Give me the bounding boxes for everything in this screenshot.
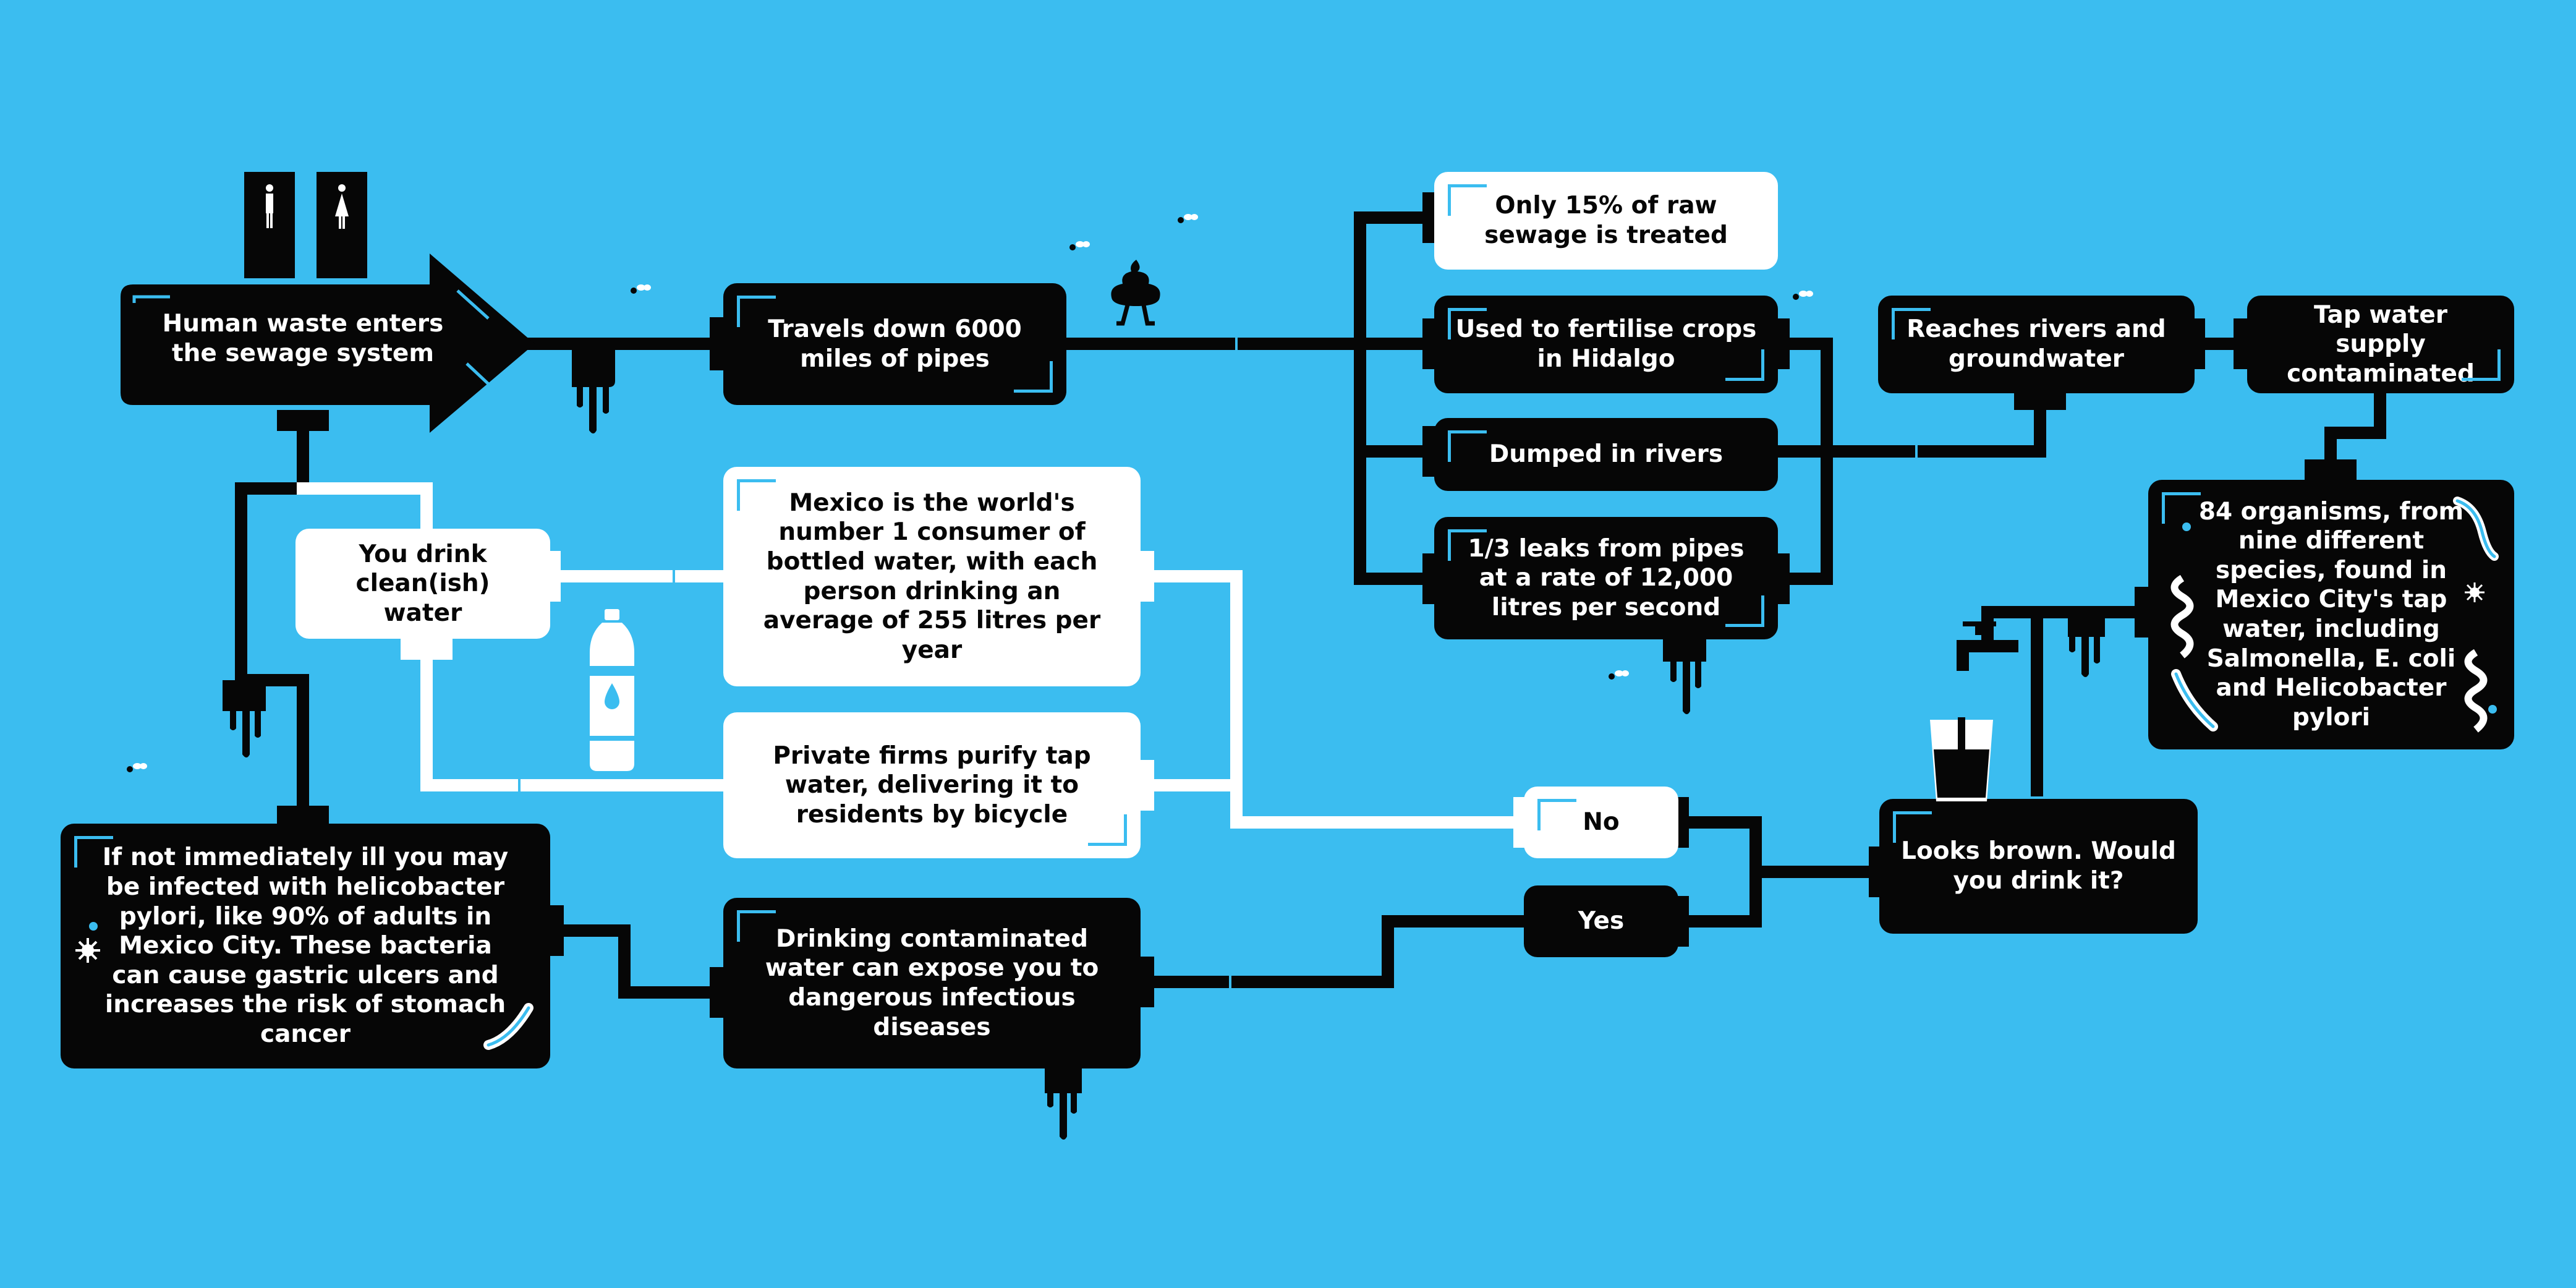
pipe-tap-to-organisms	[2324, 390, 2386, 488]
node-travels: Travels down 6000 miles of pipes	[723, 283, 1066, 405]
node-treated: Only 15% of raw sewage is treated	[1434, 172, 1778, 270]
node-drinking-contaminated-text: Drinking contaminated water can expose y…	[765, 924, 1099, 1041]
pipe-yes-to-drinking	[1134, 915, 1530, 988]
node-private-firms-text: Private firms purify tap water, deliveri…	[773, 741, 1091, 829]
fly-icon	[631, 284, 651, 294]
node-looks-brown-text: Looks brown. Would you drink it?	[1901, 837, 2176, 895]
node-yes: Yes	[1524, 885, 1678, 957]
pipe-looks-to-no	[1675, 816, 1885, 878]
node-treated-text: Only 15% of raw sewage is treated	[1484, 192, 1728, 249]
pipe-junction-branches	[1354, 211, 1440, 585]
bacteria-icon	[89, 922, 98, 931]
drip-icon	[572, 344, 615, 433]
pipe-to-rivers	[1772, 338, 2046, 585]
node-dumped: Dumped in rivers	[1434, 418, 1778, 491]
node-tap-contaminated: Tap water supply contaminated	[2247, 296, 2514, 393]
node-travels-text: Travels down 6000 miles of pipes	[768, 315, 1022, 373]
node-organisms: 84 organisms, from nine different specie…	[2148, 480, 2514, 749]
node-human-waste: Human waste enters the sewage system	[162, 310, 444, 367]
pipe-clean-to-private	[420, 643, 729, 791]
human-waste-arrow-shape	[121, 254, 535, 433]
node-no: No	[1524, 787, 1678, 858]
fly-icon	[1069, 241, 1090, 250]
bacteria-icon	[2182, 522, 2191, 531]
poop-icon	[1111, 260, 1160, 326]
node-leaks-text: 1/3 leaks from pipes at a rate of 12,000…	[1468, 534, 1745, 621]
pipe-infected-to-waste	[235, 414, 309, 829]
node-dumped-text: Dumped in rivers	[1489, 440, 1724, 469]
drip-icon	[1045, 1068, 1082, 1140]
bacteria-icon	[2170, 575, 2194, 659]
node-bottled: Mexico is the world's number 1 consumer …	[723, 467, 1141, 686]
bacteria-icon	[2465, 582, 2485, 602]
drip-icon	[1663, 631, 1706, 714]
toilet-door-male-icon	[244, 172, 295, 278]
node-bottled-text: Mexico is the world's number 1 consumer …	[763, 488, 1101, 664]
pipe-looks-to-yes	[1675, 866, 1762, 928]
node-private-firms: Private firms purify tap water, deliveri…	[723, 712, 1141, 858]
bacteria-icon	[2488, 705, 2497, 714]
toilet-door-female-icon	[317, 172, 367, 278]
bacteria-icon	[2453, 497, 2499, 561]
bacteria-icon	[483, 1003, 533, 1050]
node-leaks: 1/3 leaks from pipes at a rate of 12,000…	[1434, 517, 1778, 639]
node-fertilise-text: Used to fertilise crops in Hidalgo	[1455, 315, 1757, 373]
pipe-faucet-spout	[1981, 606, 2043, 652]
bacteria-icon	[2171, 669, 2218, 731]
glass-of-brown-water-icon	[1930, 717, 1993, 801]
fly-icon	[1178, 214, 1198, 223]
pipe-drinking-to-infected	[544, 924, 729, 999]
drip-icon	[223, 680, 266, 757]
bacteria-icon	[75, 938, 100, 963]
fly-icon	[127, 763, 147, 772]
node-fertilise: Used to fertilise crops in Hidalgo	[1434, 296, 1778, 393]
node-no-text: No	[1583, 808, 1620, 837]
bacteria-icon	[2464, 649, 2488, 733]
node-tap-contaminated-text: Tap water supply contaminated	[2287, 301, 2475, 388]
pipe-no-to-bottled	[1134, 570, 1530, 829]
node-organisms-text: 84 organisms, from nine different specie…	[2198, 497, 2464, 731]
node-rivers-text: Reaches rivers and groundwater	[1906, 315, 2166, 373]
tap-icon	[1957, 621, 2018, 671]
fly-icon	[1609, 670, 1629, 680]
node-rivers: Reaches rivers and groundwater	[1878, 296, 2195, 393]
pipe-white-to-clean	[297, 482, 433, 538]
fly-icon	[1793, 291, 1813, 300]
drip-icon	[2068, 612, 2105, 677]
node-yes-text: Yes	[1578, 907, 1625, 936]
node-infected-text: If not immediately ill you may be infect…	[102, 843, 509, 1048]
water-bottle-icon	[590, 609, 634, 771]
node-looks-brown: Looks brown. Would you drink it?	[1879, 799, 2198, 934]
node-drink-clean-text: You drink clean(ish) water	[355, 540, 490, 627]
node-drink-clean: You drink clean(ish) water	[295, 529, 550, 639]
node-drinking-contaminated: Drinking contaminated water can expose y…	[723, 898, 1141, 1068]
node-infected: If not immediately ill you may be infect…	[61, 824, 550, 1068]
